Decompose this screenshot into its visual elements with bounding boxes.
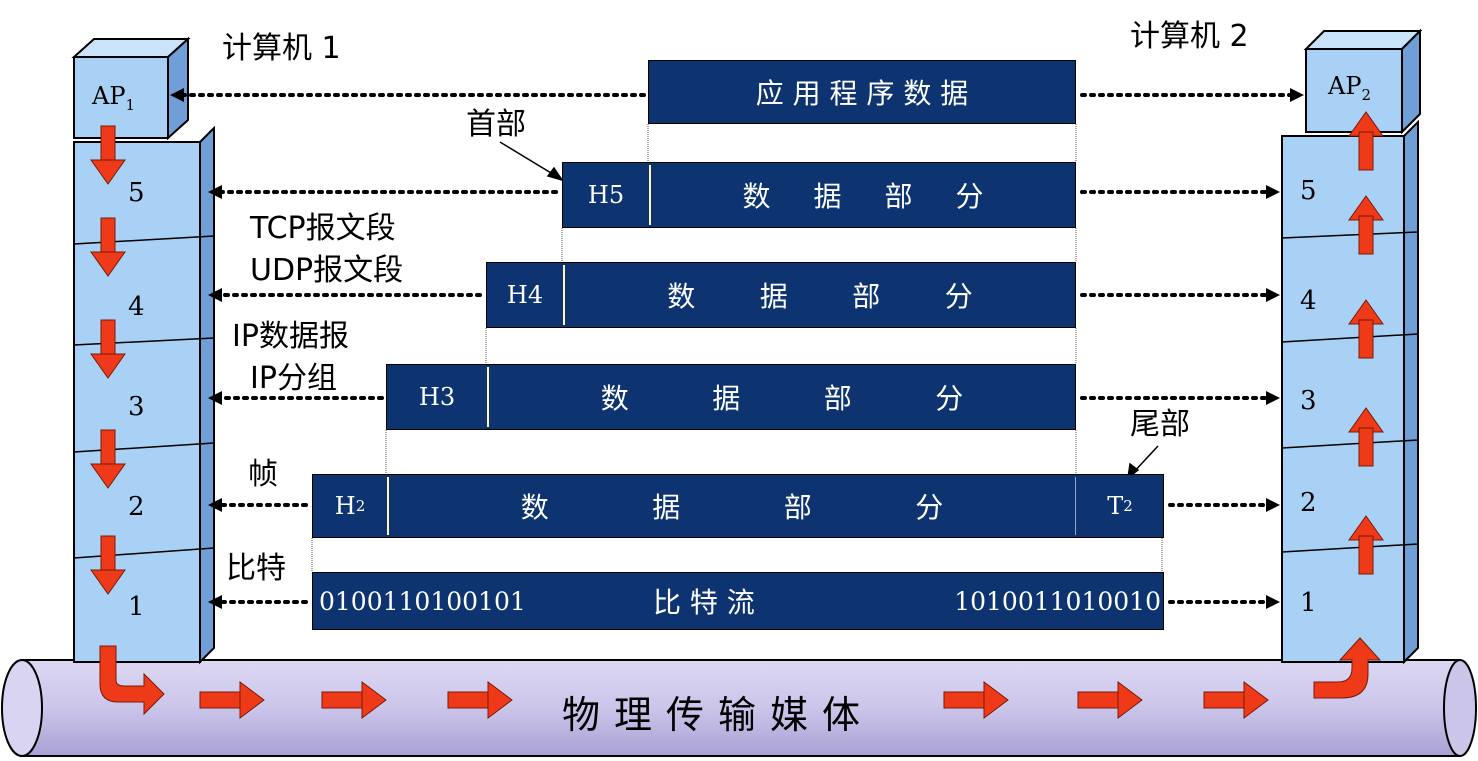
h2-separator bbox=[387, 477, 389, 535]
alignment-lines bbox=[311, 124, 1163, 572]
right-layer-4: 4 bbox=[1300, 286, 1317, 316]
left-layer-5: 5 bbox=[128, 178, 145, 208]
left-layer-3: 3 bbox=[128, 392, 145, 422]
left-layer-2: 2 bbox=[128, 492, 145, 522]
bent-arrow-left bbox=[99, 645, 165, 716]
header-annotation: 首部 bbox=[466, 107, 526, 142]
h4-header: H4 bbox=[506, 281, 544, 309]
bits-label: 比特 bbox=[226, 551, 286, 586]
layer4-block: H4 数据部分 bbox=[486, 262, 1076, 328]
h5-separator bbox=[649, 165, 651, 225]
bits-right: 1010011010010 bbox=[954, 586, 1161, 616]
ip-packet-label: IP分组 bbox=[250, 361, 337, 396]
layer5-block: H5 数据部分 bbox=[562, 162, 1076, 228]
computer-2-label: 计算机 2 bbox=[1130, 19, 1249, 54]
h3-separator bbox=[487, 367, 489, 427]
left-layer-4: 4 bbox=[128, 292, 145, 322]
h5-header: H5 bbox=[587, 181, 625, 209]
right-layer-3: 3 bbox=[1300, 386, 1317, 416]
udp-segment-label: UDP报文段 bbox=[250, 253, 404, 288]
bits-center: 比 特 流 bbox=[653, 586, 755, 619]
trailer-annotation: 尾部 bbox=[1130, 407, 1190, 442]
t2-separator bbox=[1075, 477, 1076, 535]
dotted-arrowheads bbox=[170, 88, 1304, 609]
h3-header: H3 bbox=[418, 383, 456, 411]
layer4-data: 数据部分 bbox=[667, 280, 973, 313]
app-data-text: 应 用 程 序 数 据 bbox=[755, 77, 969, 110]
layer5-data: 数据部分 bbox=[742, 180, 984, 213]
h4-separator bbox=[563, 265, 565, 325]
ap1-label: AP1 bbox=[92, 82, 136, 114]
layer3-block: H3 数据部分 bbox=[386, 364, 1076, 430]
app-data-block: 应 用 程 序 数 据 bbox=[648, 60, 1076, 124]
tcp-segment-label: TCP报文段 bbox=[250, 211, 396, 246]
ip-datagram-label: IP数据报 bbox=[232, 319, 349, 354]
bent-arrow-right bbox=[1313, 637, 1382, 699]
ap2-label: AP2 bbox=[1328, 72, 1372, 104]
layer3-data: 数据部分 bbox=[600, 382, 964, 415]
right-layer-1: 1 bbox=[1300, 588, 1317, 618]
physical-medium-label: 物理传输媒体 bbox=[562, 693, 875, 737]
frame-label: 帧 bbox=[248, 457, 278, 492]
left-protocol-stack bbox=[71, 36, 215, 665]
right-protocol-stack bbox=[1281, 28, 1423, 665]
layer2-data: 数据部分 bbox=[520, 491, 944, 524]
bits-left: 0100110100101 bbox=[319, 586, 526, 616]
right-layer-2: 2 bbox=[1300, 488, 1317, 518]
computer-1-label: 计算机 1 bbox=[222, 31, 341, 66]
right-layer-5: 5 bbox=[1300, 176, 1317, 206]
layer1-bitstream-block: 0100110100101 比 特 流 1010011010010 bbox=[312, 572, 1164, 630]
dotted-arrows bbox=[180, 93, 1292, 604]
left-layer-1: 1 bbox=[128, 592, 145, 622]
